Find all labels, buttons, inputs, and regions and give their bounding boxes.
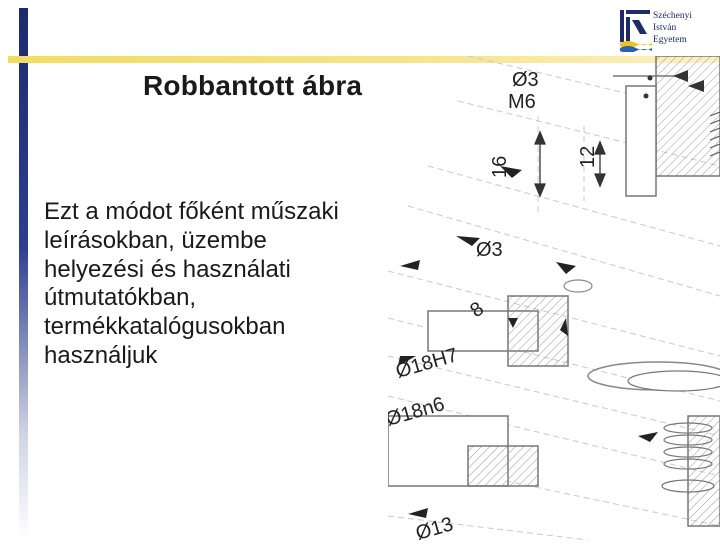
label-d3-mid: Ø3	[476, 239, 503, 261]
slide-body-text: Ezt a módot főként műszaki leírásokban, …	[44, 198, 404, 371]
technical-drawing-svg: Ø3 M6 16 12 Ø3 8 Ø18H7 Ø18n6 Ø13	[383, 55, 720, 545]
exploded-view-drawing: Ø3 M6 16 12 Ø3 8 Ø18H7 Ø18n6 Ø13	[383, 55, 720, 545]
body-line-3: helyezési és használati	[44, 255, 291, 283]
vertical-dimension-arrows	[534, 130, 606, 198]
logo-text: Széchenyi István Egyetem	[653, 10, 692, 46]
logo-line-3: Egyetem	[653, 35, 687, 45]
lower-part	[387, 415, 720, 527]
body-line-1: Ezt a módot főként műszaki	[44, 198, 339, 225]
title-underline-bar	[8, 56, 720, 63]
university-logo-icon	[620, 10, 652, 52]
university-logo: Széchenyi István Egyetem	[619, 8, 719, 52]
label-dim-16: 16	[489, 156, 511, 178]
leader-arrows	[398, 166, 658, 518]
body-line-4: útmutatókban,	[44, 284, 197, 312]
label-m6: M6	[508, 91, 536, 113]
label-d18h7: Ø18H7	[393, 344, 460, 383]
body-line-5: termékkatalógusokban	[44, 313, 286, 341]
label-d3-top: Ø3	[512, 69, 539, 91]
slide-title: Robbantott ábra	[143, 70, 363, 101]
logo-line-2: István	[653, 23, 677, 33]
left-accent-bar	[19, 8, 28, 540]
body-line-6: használjuk	[44, 341, 158, 369]
top-threaded-part	[613, 55, 720, 197]
logo-line-1: Széchenyi	[653, 11, 693, 21]
central-part	[427, 279, 720, 392]
body-line-2: leírásokban, üzembe	[44, 226, 267, 254]
label-d13: Ø13	[413, 513, 455, 540]
label-dim-12: 12	[577, 146, 599, 168]
